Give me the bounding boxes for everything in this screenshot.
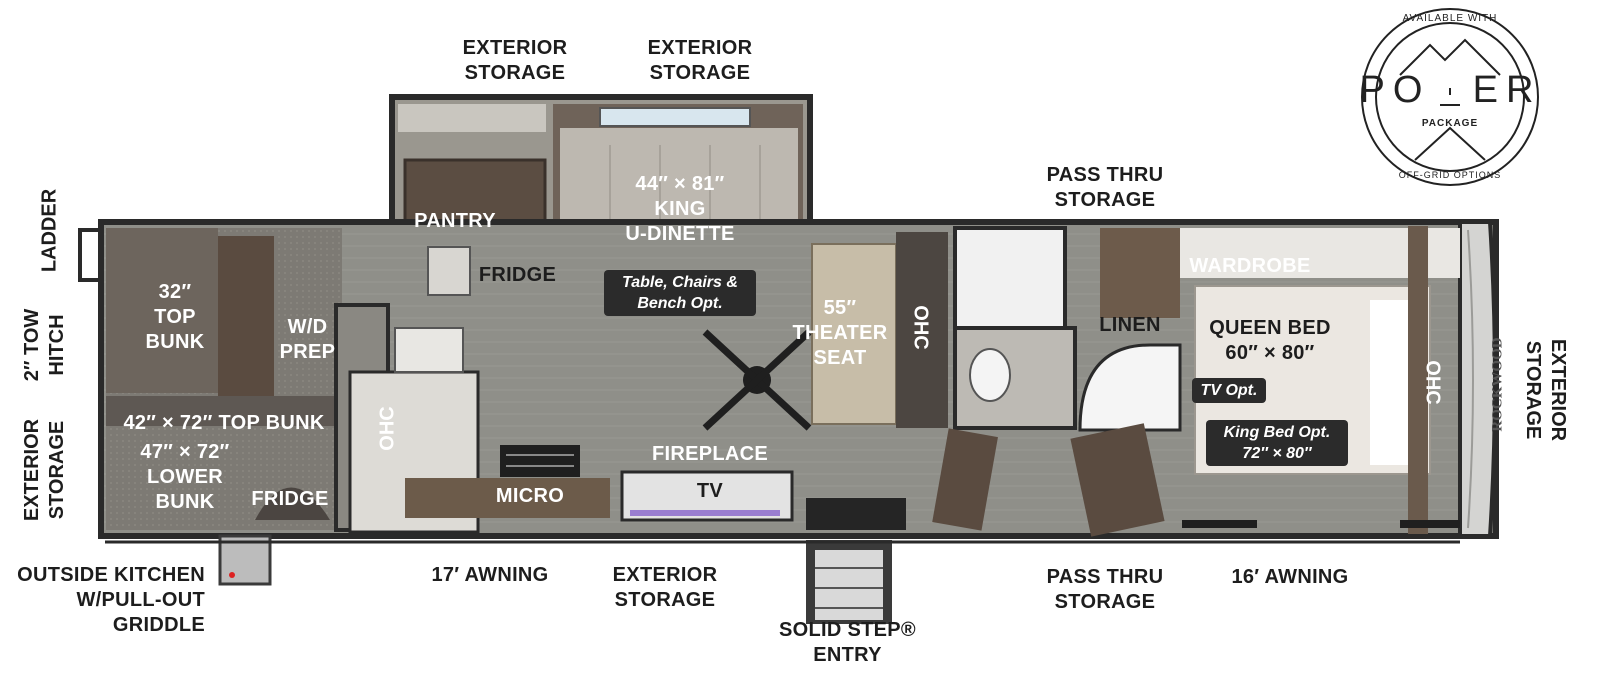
ladder-label: LADDER [38, 188, 61, 273]
awning-17-label: 17′ AWNING [431, 564, 549, 586]
fridge-label: FRIDGE [478, 264, 557, 286]
kitchen [348, 246, 610, 534]
solid-step-entry-label: SOLID STEP® ENTRY [779, 619, 916, 666]
living-area [620, 232, 948, 530]
logo-main-right: ER [1472, 69, 1542, 111]
bathroom [932, 226, 1182, 537]
awning-16-label: 16′ AWNING [1231, 566, 1349, 588]
ohc-bedroom-label: OHC [1421, 360, 1444, 405]
logo-top-text: AVAILABLE WITH [1402, 13, 1498, 24]
power-package-logo [1361, 8, 1539, 186]
pantry-label: PANTRY [414, 210, 496, 232]
dinette-label: 44″ × 81″ KING U-DINETTE [625, 173, 735, 245]
bunk-room [78, 228, 390, 532]
microwave-label: MICRO [495, 485, 565, 507]
outside-griddle [218, 534, 272, 586]
table-chairs-option-badge: Table, Chairs & Bench Opt. [604, 270, 756, 316]
exterior-storage-left-label: EXTERIOR STORAGE [21, 418, 68, 522]
ohc-kitchen-label: OHC [376, 406, 399, 451]
logo-sub-text: PACKAGE [1421, 118, 1479, 129]
wd-prep-label: W/D PREP [279, 316, 336, 363]
exterior-storage-front-label: EXTERIOR STORAGE [1522, 338, 1569, 442]
tow-hitch-label: 2″ TOW HITCH [21, 308, 68, 382]
lower-bunk-label: 47″ × 72″ LOWER BUNK [140, 441, 230, 513]
top-bunk-label: 32″ TOP BUNK [145, 281, 205, 353]
wardrobe-label: WARDROBE [1189, 255, 1311, 277]
theater-seat-label: 55″ THEATER SEAT [792, 297, 888, 369]
entry-steps [806, 540, 892, 624]
bunk-fridge-label: FRIDGE [251, 488, 329, 510]
ohc-living-label: OHC [909, 305, 932, 350]
slide-out [389, 94, 813, 252]
brand-logo-text: ROCKWOOD [1489, 337, 1506, 432]
tv-label: TV [696, 480, 724, 502]
linen-label: LINEN [1099, 314, 1161, 336]
logo-bottom-text: OFF-GRID OPTIONS [1398, 170, 1502, 180]
king-bed-option-badge: King Bed Opt. 72″ × 80″ [1206, 420, 1348, 466]
queen-bed-label: QUEEN BED 60″ × 80″ [1209, 317, 1331, 364]
exterior-storage-bottom-label: EXTERIOR STORAGE [612, 564, 718, 611]
exterior-storage-label: EXTERIOR STORAGE [462, 37, 568, 84]
tv-option-badge: TV Opt. [1192, 378, 1266, 403]
pass-thru-storage-label: PASS THRU STORAGE [1046, 164, 1164, 211]
fireplace-label: FIREPLACE [651, 443, 769, 465]
logo-main-left: PO [1359, 69, 1431, 111]
outside-kitchen-label: OUTSIDE KITCHEN W/PULL-OUT GRIDDLE [17, 564, 205, 636]
exterior-storage-label: EXTERIOR STORAGE [647, 37, 753, 84]
top-bunk-42-label: 42″ × 72″ TOP BUNK [123, 412, 325, 434]
pass-thru-storage-bottom-label: PASS THRU STORAGE [1046, 566, 1164, 613]
